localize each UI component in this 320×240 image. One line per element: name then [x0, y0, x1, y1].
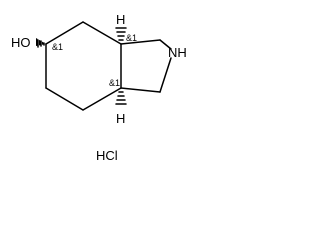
bond-ch2-bottom-c3 — [120, 87, 161, 93]
molecule-diagram: HO NH H H &1 &1 &1 HCl — [11, 12, 187, 163]
bond-c4-c5 — [45, 87, 84, 111]
stereo-flag-c2: &1 — [126, 33, 137, 43]
stereo-flag-c6: &1 — [52, 42, 63, 52]
bond-ch2-top-n — [159, 39, 172, 50]
bond-c6-c1 — [45, 21, 84, 45]
bond-c1-c2 — [82, 21, 122, 45]
amine-label: NH — [168, 45, 187, 60]
hydrogen-top-label: H — [116, 12, 125, 27]
stereo-flag-c3: &1 — [109, 78, 120, 88]
salt-label: HCl — [96, 148, 118, 163]
bond-c2-ch2-top — [120, 39, 161, 45]
bond-c3-c4 — [82, 87, 122, 111]
hydrogen-bottom-label: H — [116, 111, 125, 126]
hydroxyl-label: HO — [11, 35, 31, 50]
bond-n-ch2-bottom — [159, 57, 172, 93]
